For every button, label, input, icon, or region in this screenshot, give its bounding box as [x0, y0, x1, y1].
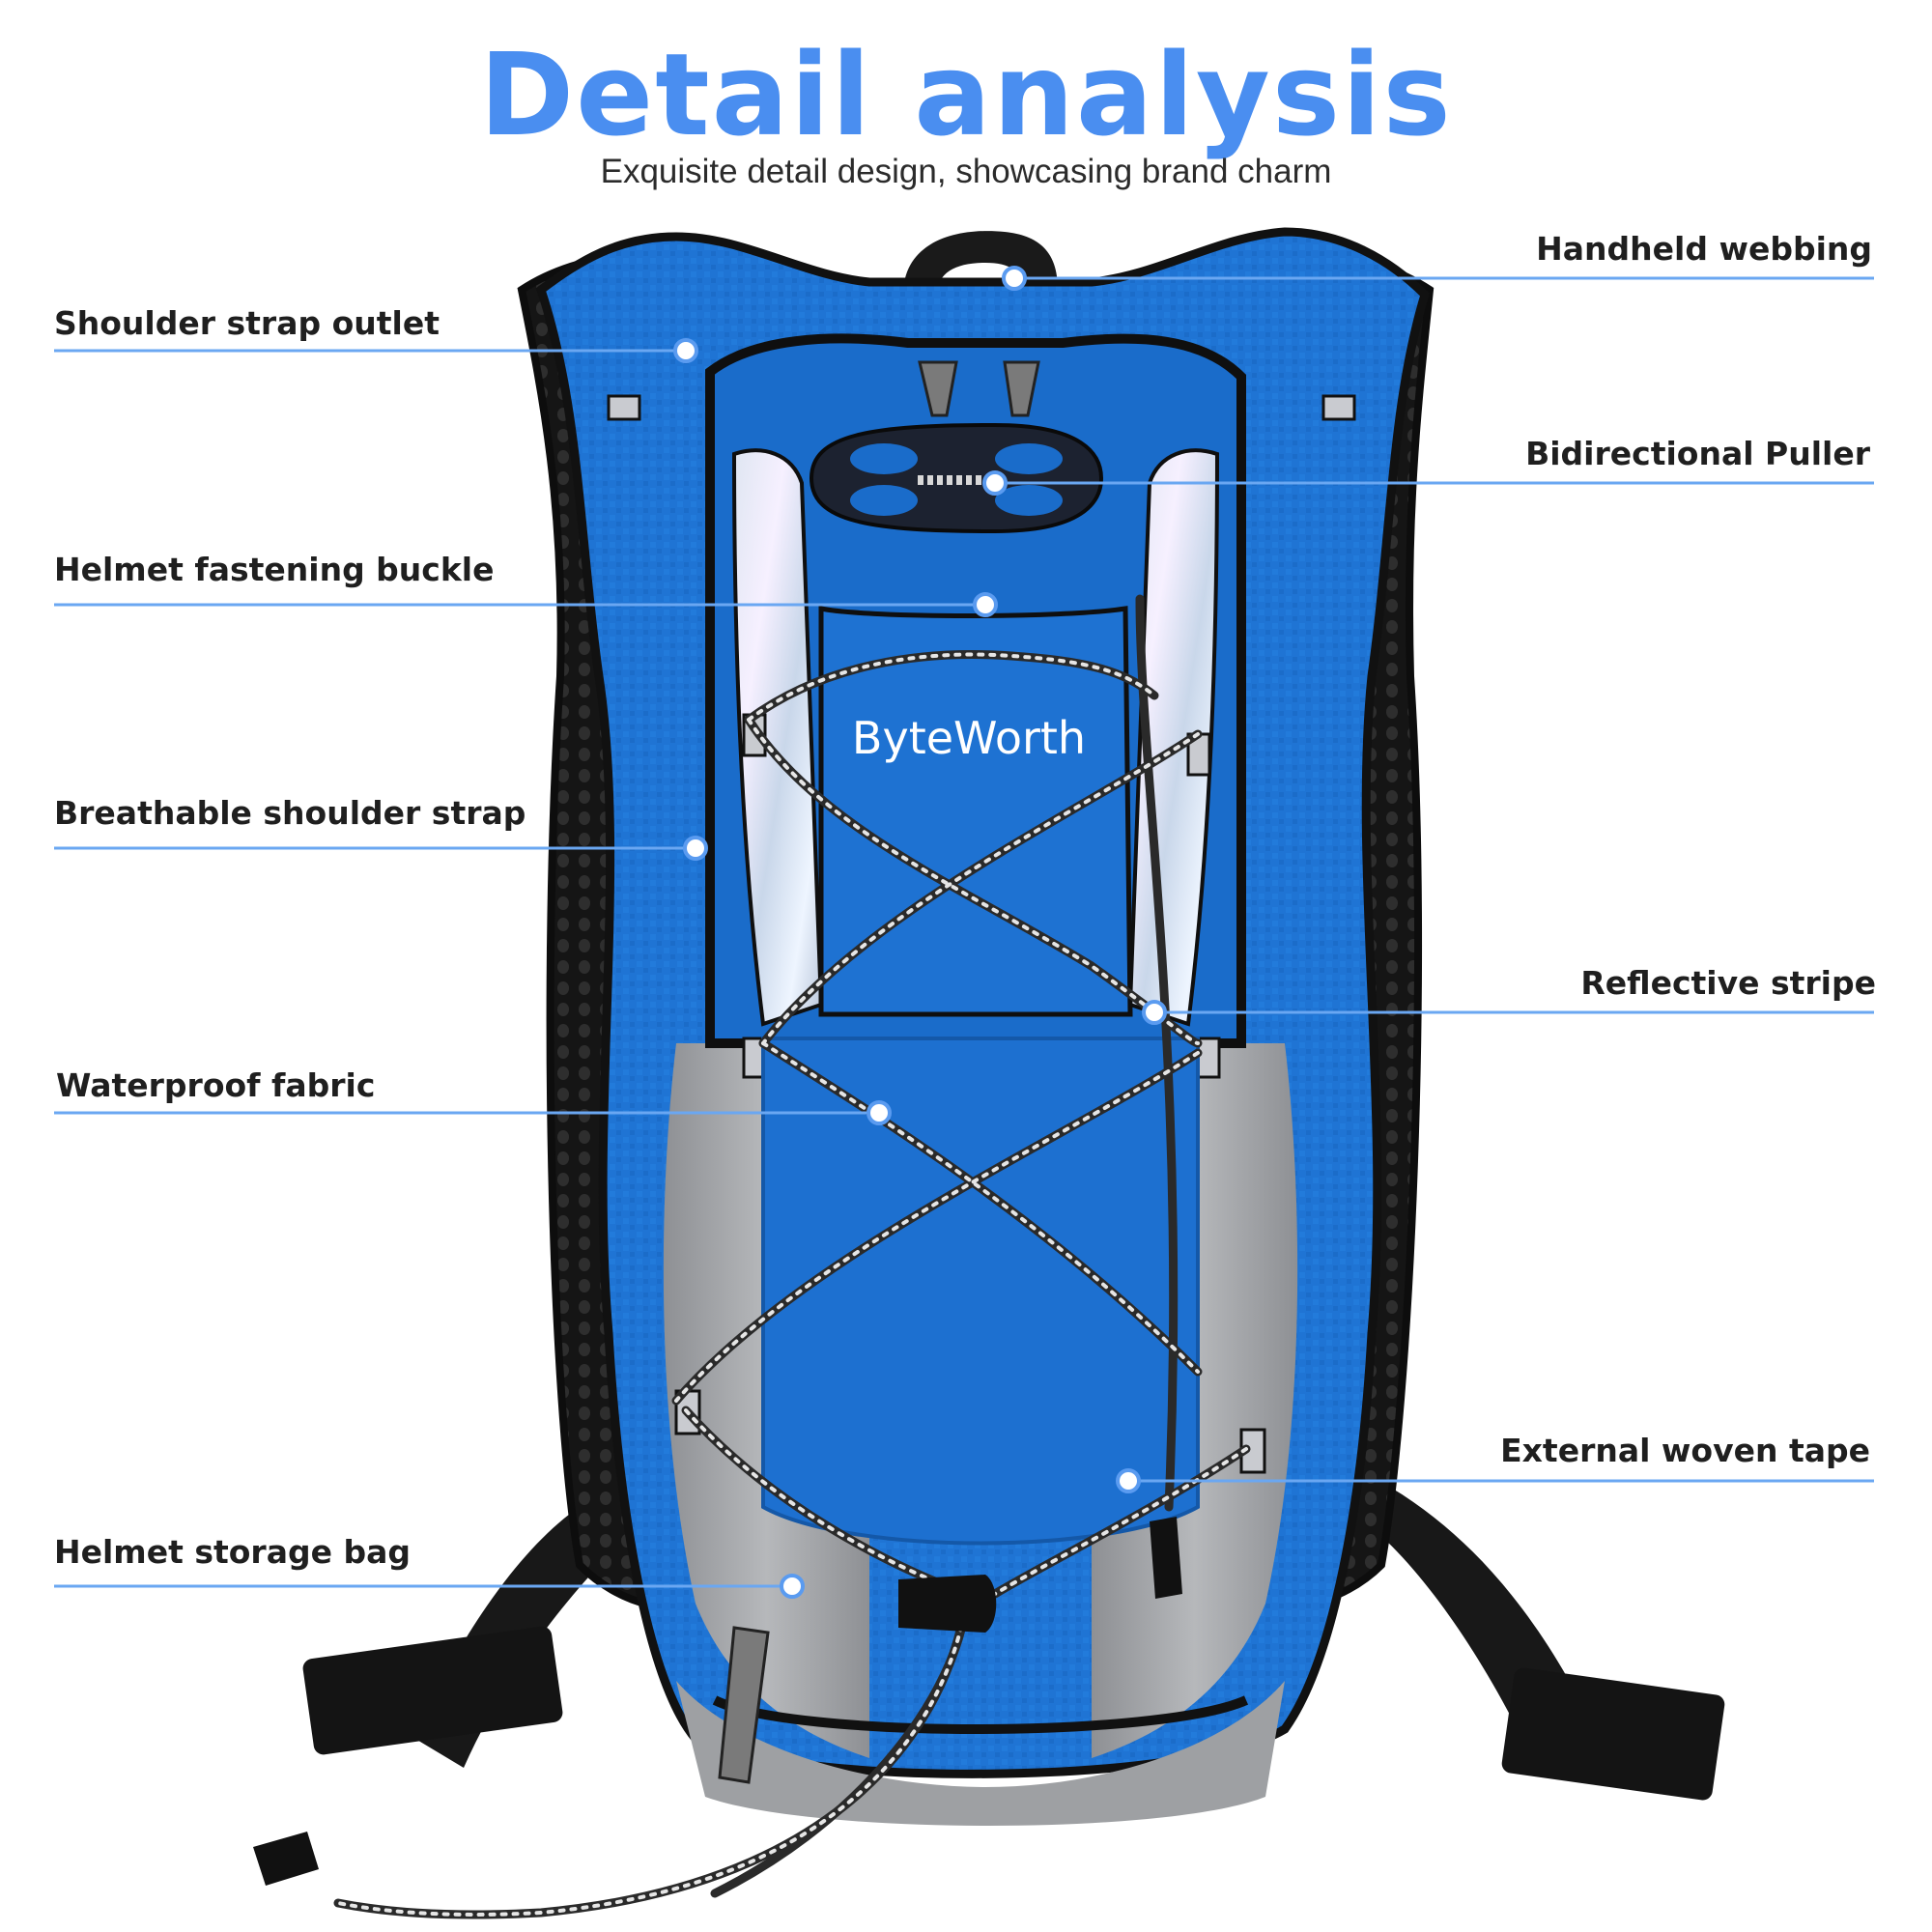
label-bidirectional-puller: Bidirectional Puller	[1525, 435, 1870, 472]
marker-shoulder-strap-outlet	[673, 338, 698, 363]
label-handheld-webbing: Handheld webbing	[1536, 230, 1872, 268]
label-breathable-shoulder-strap: Breathable shoulder strap	[54, 794, 526, 832]
page-subtitle: Exquisite detail design, showcasing bran…	[600, 153, 1332, 190]
marker-helmet-fastening-buckle	[973, 592, 998, 617]
marker-bidirectional-puller	[982, 470, 1008, 496]
page-title: Detail analysis	[479, 28, 1453, 161]
marker-breathable-shoulder-strap	[683, 836, 708, 861]
label-helmet-storage-bag: Helmet storage bag	[54, 1533, 411, 1571]
label-external-woven-tape: External woven tape	[1500, 1432, 1870, 1469]
label-reflective-stripe: Reflective stripe	[1580, 964, 1876, 1002]
label-shoulder-strap-outlet: Shoulder strap outlet	[54, 304, 440, 342]
label-waterproof-fabric: Waterproof fabric	[56, 1066, 376, 1104]
marker-helmet-storage-bag	[780, 1574, 805, 1599]
marker-waterproof-fabric	[867, 1100, 892, 1125]
brand-logo-text: ByteWorth	[852, 712, 1086, 764]
label-helmet-fastening-buckle: Helmet fastening buckle	[54, 551, 495, 588]
marker-handheld-webbing	[1002, 266, 1027, 291]
marker-reflective-stripe	[1142, 1000, 1167, 1025]
marker-external-woven-tape	[1116, 1468, 1141, 1493]
